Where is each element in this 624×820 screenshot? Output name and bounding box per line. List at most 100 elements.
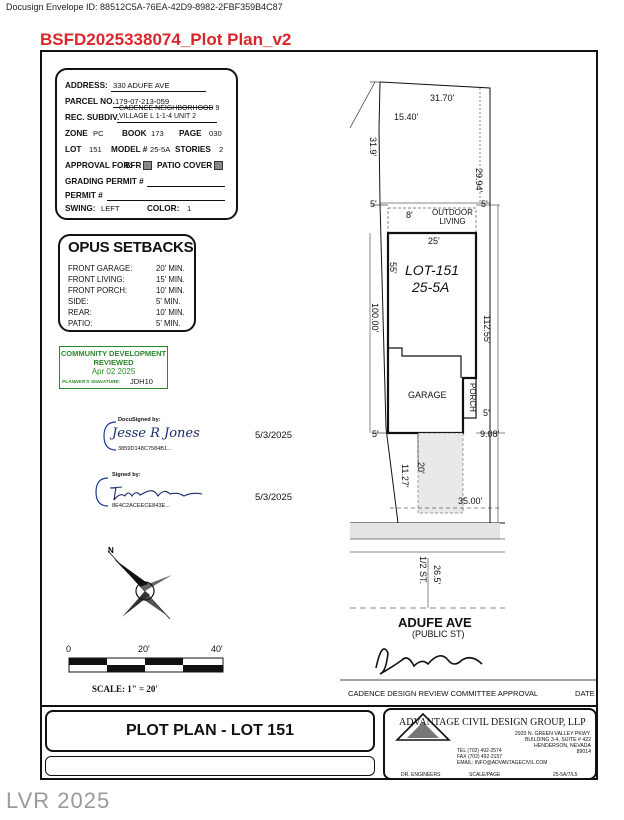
job-label: SCALE/PAGE: [469, 772, 501, 778]
front-right-dim: 9.08': [480, 429, 500, 439]
book-label: BOOK: [122, 129, 147, 138]
driveway-dim: 20': [416, 462, 426, 474]
lot-value: 151: [89, 145, 102, 154]
setback-label: FRONT LIVING:: [68, 275, 125, 284]
stamp-line-2: REVIEWED: [93, 358, 134, 367]
garage-line: [388, 347, 462, 378]
signature-1-date: 5/3/2025: [255, 430, 292, 441]
review-date-label: DATE: [575, 689, 595, 698]
company-address: 2920 N. GREEN VALLEY PKWY.BUILDING 3-4, …: [514, 731, 591, 755]
parcel-value: 179-07-213-059: [115, 97, 170, 106]
side-setback-right: 5': [481, 199, 488, 209]
leader-line-top: [349, 81, 376, 129]
scale-tick-20: 20': [138, 644, 150, 654]
sfr-checkbox: [143, 161, 153, 171]
model-value: 25-5A: [150, 145, 171, 154]
approval-label: APPROVAL FOR:: [65, 161, 133, 170]
job-number: 25-5A/7/L5: [553, 772, 578, 778]
stories-value: 2: [219, 145, 224, 154]
setback-value: 10' MIN.: [156, 286, 185, 295]
zone-value: PC: [93, 129, 104, 138]
setback-value: 5' MIN.: [156, 297, 181, 306]
scale-tick-0: 0: [66, 644, 72, 654]
porch-side-dim: 5': [483, 408, 490, 418]
setback-label: SIDE:: [68, 297, 89, 306]
west-point: [122, 591, 150, 617]
listing-watermark: LVR 2025: [6, 788, 111, 813]
lot-plot-drawing: [340, 81, 598, 681]
lot-depth-right: 112.55': [482, 315, 492, 344]
sidewalk: [350, 523, 500, 539]
side-setback-left: 5': [370, 199, 377, 209]
zone-label: ZONE: [65, 129, 88, 138]
plan-title-subbox: [45, 756, 375, 776]
north-arrow-compass: N: [107, 546, 172, 620]
engineer-box: ADVANTAGE CIVIL DESIGN GROUP, LLP 2920 N…: [383, 708, 597, 780]
porch-outline: [462, 377, 477, 419]
color-value: 1: [187, 204, 192, 213]
patio-cover-checkbox: [214, 161, 224, 171]
address-value: 330 ADUFE AVE: [113, 81, 170, 90]
garage-label: GARAGE: [408, 390, 447, 400]
driveway: [417, 432, 464, 514]
grading-permit-label: GRADING PERMIT #: [65, 177, 144, 186]
review-committee-label: CADENCE DESIGN REVIEW COMMITTEE APPROVAL: [348, 689, 539, 698]
page-label: PAGE: [179, 129, 202, 138]
model-number-label: 25-5A: [412, 279, 450, 295]
signature-2-header: Signed by:: [112, 472, 141, 478]
signature-block-2: Signed by: 8E4C2ACEECE843E...: [92, 470, 212, 514]
lot-rear-boundary: [379, 81, 491, 203]
street-width-dim: 26.5': [432, 565, 442, 585]
compass-ring: [135, 581, 155, 601]
swing-label: SWING:: [65, 204, 96, 213]
signature-2-drawing: [95, 477, 203, 507]
subdivision-line-1: CADENCE NEIGHBORHOOD 9: [119, 105, 220, 112]
signature-1-bracket: [103, 421, 117, 451]
setback-label: REAR:: [68, 308, 92, 317]
scale-tick-40: 40': [211, 644, 223, 654]
signature-block-1: DocuSigned by: Jesse R Jones 3859D148C75…: [100, 414, 210, 458]
setbacks-title: OPUS SETBACKS: [68, 239, 194, 256]
dim-top: 31.70': [430, 93, 455, 103]
frontage-dim: 35.00': [458, 496, 483, 506]
half-street-label: 1/2 ST.: [418, 556, 428, 585]
model-label: MODEL #: [111, 145, 148, 154]
company-logo: [395, 712, 451, 741]
title-block: [40, 705, 598, 780]
front-left-dim: 11.27': [400, 464, 410, 488]
permit-label: PERMIT #: [65, 191, 103, 200]
house-width: 25': [428, 236, 440, 246]
outdoor-offset: 8': [406, 210, 413, 220]
stamp-initials: JDH10: [130, 377, 153, 386]
plan-file-title: BSFD2025338074_Plot Plan_v2: [40, 30, 292, 49]
stories-label: STORIES: [175, 145, 211, 154]
address-label: ADDRESS:: [65, 81, 108, 90]
lot-depth-left: 100.00': [370, 303, 380, 333]
review-signature: [375, 648, 483, 675]
scale-label: SCALE: 1" = 20': [92, 684, 158, 694]
setback-value: 10' MIN.: [156, 308, 185, 317]
setback-value: 20' MIN.: [156, 264, 185, 273]
setback-value: 5' MIN.: [156, 319, 181, 328]
signature-1-id: 3859D148C7584B1...: [118, 446, 172, 452]
east-point: [140, 575, 172, 591]
swing-value: LEFT: [101, 204, 120, 213]
approval-patio-cover: PATIO COVER: [157, 161, 225, 171]
street-type: (PUBLIC ST): [412, 629, 465, 639]
plan-title-box: PLOT PLAN - LOT 151: [45, 710, 375, 752]
setback-label: PATIO:: [68, 319, 93, 328]
street-name: ADUFE AVE: [398, 615, 472, 630]
color-label: COLOR:: [147, 204, 180, 213]
scale-bar-graphic: [68, 657, 224, 673]
parcel-label: PARCEL NO.: [65, 97, 115, 106]
house-depth: 55': [388, 262, 398, 274]
front-side-left: 5': [372, 429, 379, 439]
page-value: 030: [209, 129, 222, 138]
plan-title: PLOT PLAN - LOT 151: [125, 722, 294, 739]
signature-1-header: DocuSigned by:: [118, 417, 161, 423]
stamp-signature-label: PLANNER'S SIGNATURE:: [62, 380, 121, 385]
setbacks-box: OPUS SETBACKS FRONT GARAGE:20' MIN.FRONT…: [58, 234, 196, 332]
signature-1-name: Jesse R Jones: [112, 426, 200, 441]
